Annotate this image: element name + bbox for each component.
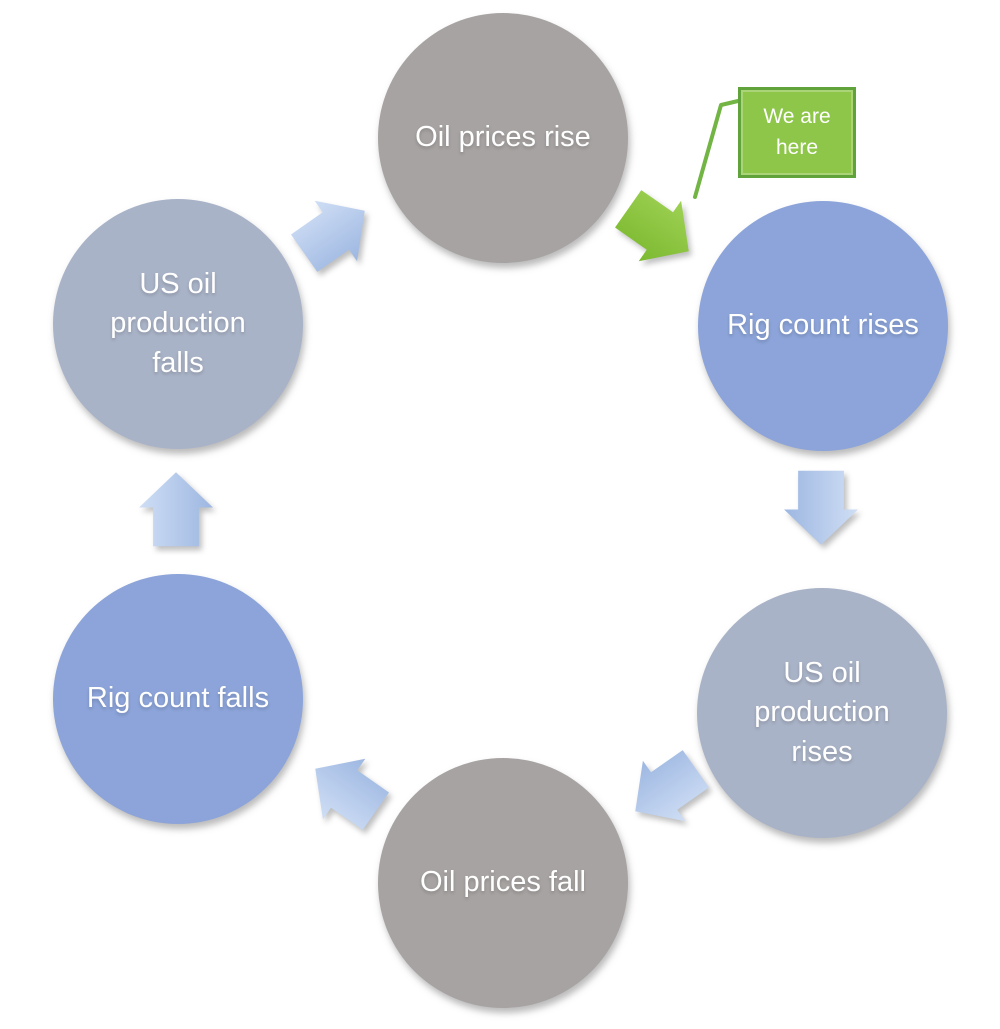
cycle-node-label: Oil prices rise	[415, 121, 591, 154]
cycle-node-label: Rig count rises	[727, 309, 919, 342]
we-are-here-label: We are here	[763, 105, 831, 159]
cycle-arrow-green-icon	[613, 185, 701, 273]
cycle-node-label: US oil production rises	[754, 657, 890, 768]
cycle-node-us-oil-production-rises: US oil production rises	[697, 588, 947, 838]
cycle-arrow-up-right-icon	[289, 189, 377, 277]
cycle-node-label: US oil production falls	[110, 268, 246, 379]
cycle-arrow-down-left-icon	[623, 745, 711, 833]
cycle-arrow-up-icon	[132, 467, 220, 555]
cycle-node-rig-count-falls: Rig count falls	[53, 574, 303, 824]
cycle-node-label: Oil prices fall	[420, 866, 586, 899]
cycle-node-oil-prices-rise: Oil prices rise	[378, 13, 628, 263]
we-are-here-callout: We are here	[738, 87, 856, 178]
cycle-node-oil-prices-fall: Oil prices fall	[378, 758, 628, 1008]
cycle-node-rig-count-rises: Rig count rises	[698, 201, 948, 451]
cycle-node-label: Rig count falls	[86, 682, 270, 715]
cycle-node-us-oil-production-falls: US oil production falls	[53, 199, 303, 449]
cycle-arrow-down-icon	[777, 462, 865, 550]
cycle-arrow-up-left-icon	[303, 747, 391, 835]
